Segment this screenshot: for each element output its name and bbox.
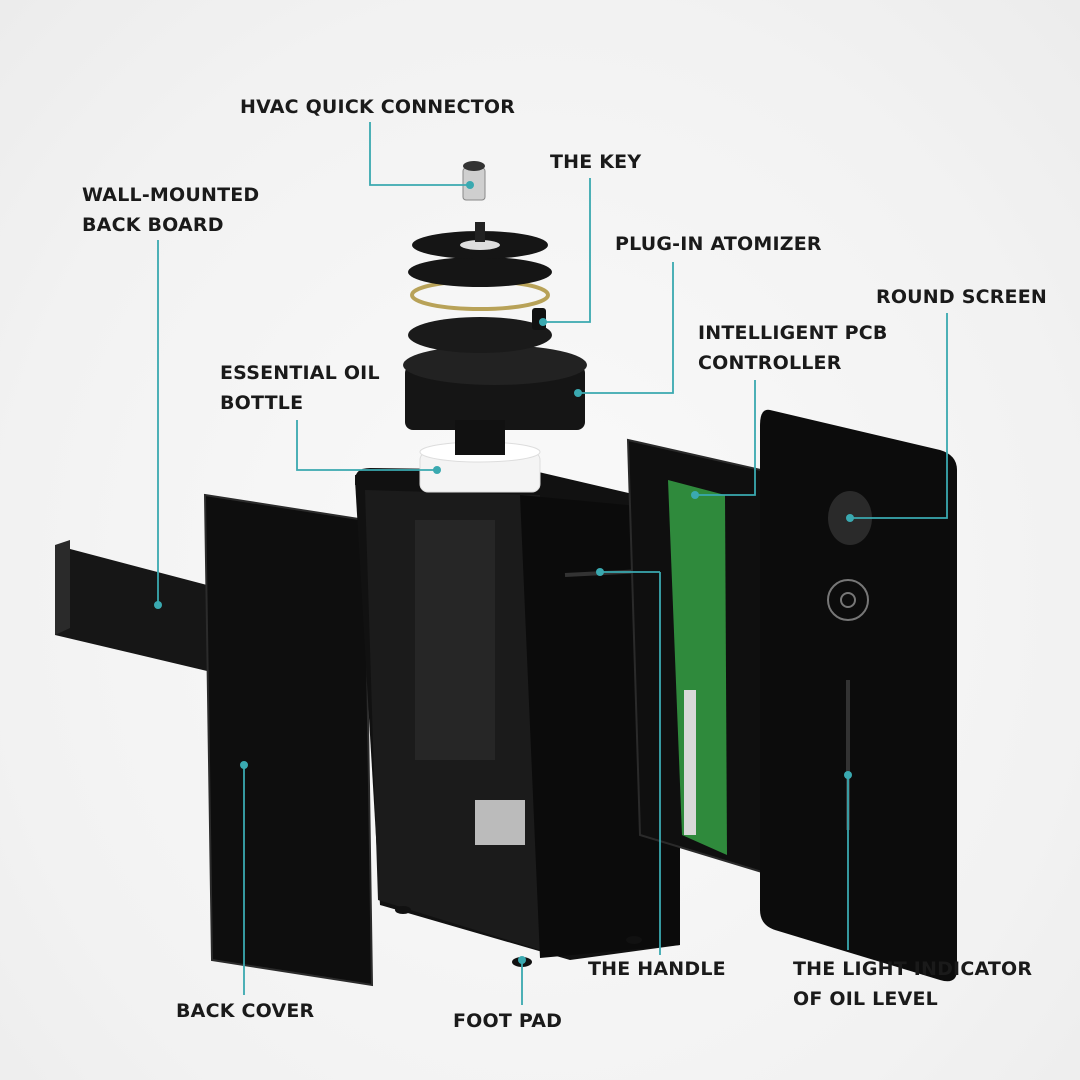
label-foot-pad: FOOT PAD [453,1010,563,1032]
label-the-key: THE KEY [550,151,642,173]
leader-dots [154,181,854,964]
hvac-quick-connector [462,161,486,201]
label-the-handle: THE HANDLE [588,958,726,980]
label-line: BACK BOARD [82,214,224,236]
label-line: ESSENTIAL OIL [220,362,380,384]
label-hvac-quick-connector: HVAC QUICK CONNECTOR [240,96,516,118]
label-line: INTELLIGENT PCB [698,322,888,344]
label-round-screen: ROUND SCREEN [876,286,1048,308]
label-line: OF OIL LEVEL [793,988,938,1010]
front-screen-panel [760,409,957,982]
label-back-cover: BACK COVER [176,1000,315,1022]
label-line: WALL-MOUNTED [82,184,260,206]
back-cover [203,493,374,987]
plug-in-atomizer [403,222,587,455]
label-wall-mounted-back-board: WALL-MOUNTED BACK BOARD [82,180,259,240]
label-line: CONTROLLER [698,352,842,374]
leader-lines [157,122,948,1005]
label-essential-oil-bottle: ESSENTIAL OIL BOTTLE [220,358,380,418]
label-plug-in-atomizer: PLUG-IN ATOMIZER [615,233,822,255]
label-line: THE LIGHT INDICATOR [793,958,1033,980]
label-intelligent-pcb-controller: INTELLIGENT PCB CONTROLLER [698,318,888,378]
label-light-indicator-oil-level: THE LIGHT INDICATOR OF OIL LEVEL [793,954,1032,1014]
label-line: BOTTLE [220,392,304,414]
